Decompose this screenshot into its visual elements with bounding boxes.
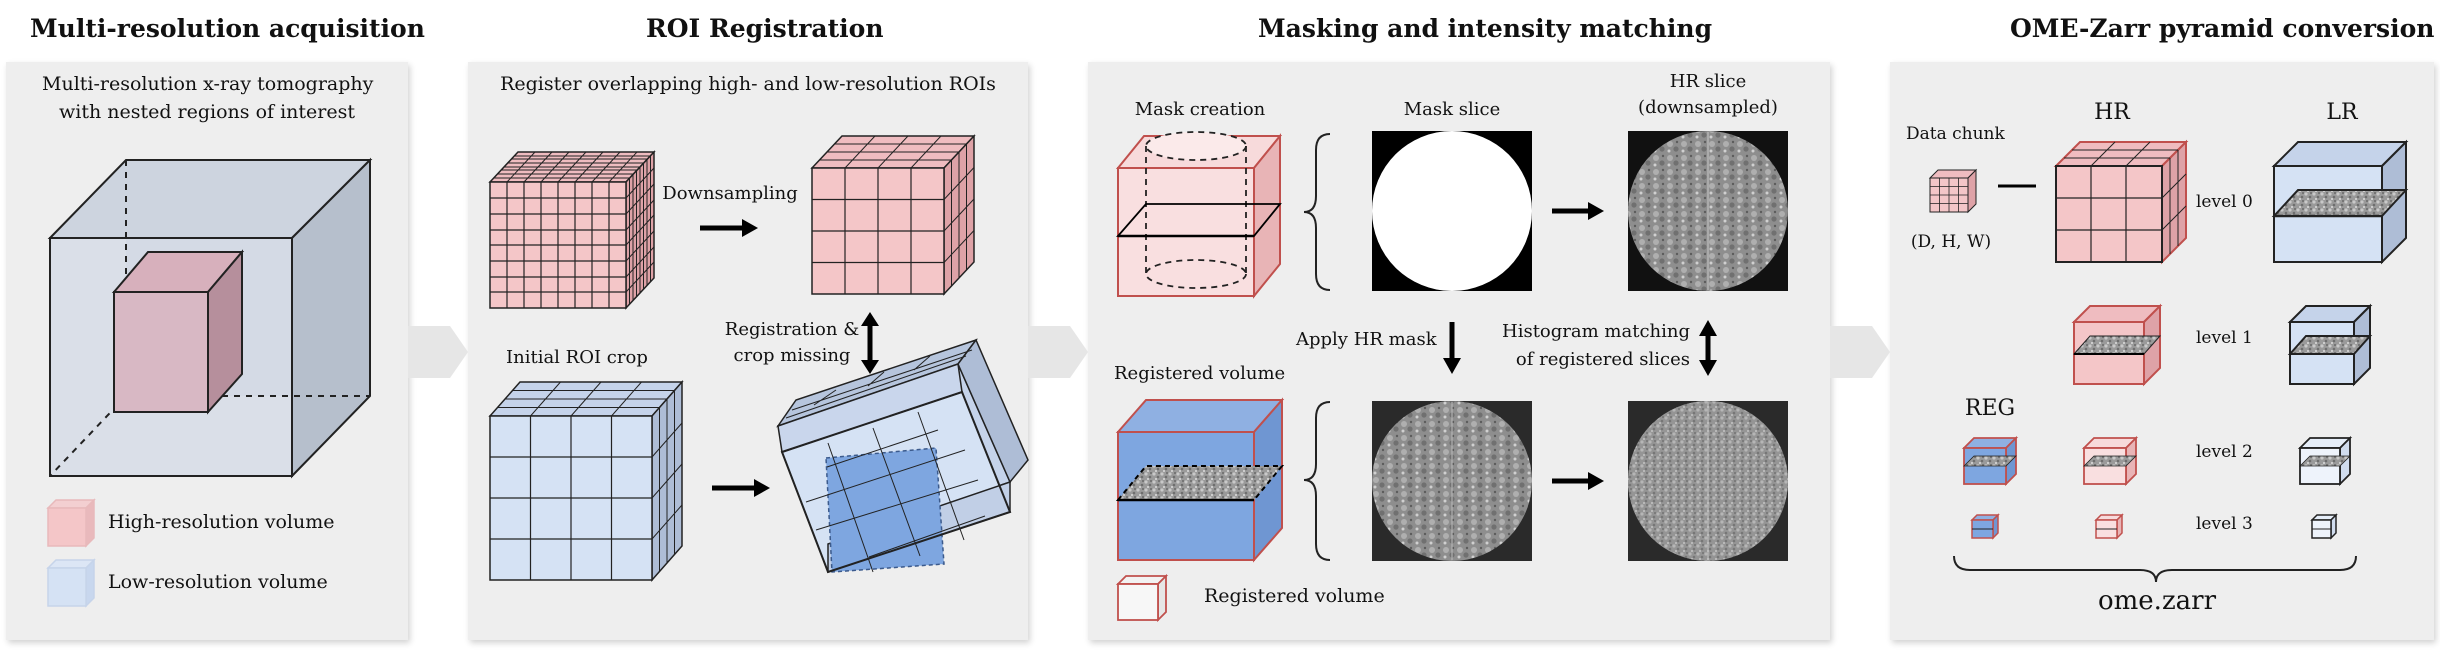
title-acquisition: Multi-resolution acquisition	[30, 14, 425, 43]
hr-column-label: HR	[2094, 100, 2130, 125]
crop-arrow	[712, 479, 770, 497]
registration-double-arrow	[861, 312, 879, 374]
registration-label-line2: crop missing	[733, 345, 851, 366]
hr-downsampled-cube	[810, 134, 976, 296]
mask-creation-label: Mask creation	[1134, 99, 1266, 120]
omezarr-footer: ome.zarr	[2097, 586, 2216, 616]
mask-to-hr-arrow	[1552, 202, 1604, 220]
initial-crop-label: Initial ROI crop	[506, 347, 648, 368]
registered-volume-cube	[1115, 397, 1285, 563]
registered-volume-legend-label: Registered volume	[1204, 585, 1385, 607]
reg-level2-cube	[1961, 435, 2019, 487]
acq-description-line2: with nested regions of interest	[58, 101, 355, 123]
brace-bottom	[1303, 401, 1331, 561]
flow-arrow-2	[1028, 326, 1088, 378]
registration-label-line1: Registration &	[724, 319, 860, 340]
hr-grid-cube	[488, 150, 656, 310]
hr-slice-label-line2: (downsampled)	[1638, 97, 1778, 118]
apply-mask-label: Apply HR mask	[1296, 329, 1437, 350]
hr-slice-label-line1: HR slice	[1669, 71, 1747, 92]
downsampling-arrow	[700, 219, 758, 237]
legend-lr-cube	[46, 558, 96, 608]
dims-label: (D, H, W)	[1910, 232, 1992, 252]
flow-arrow-3	[1830, 326, 1890, 378]
rotated-registered-cube	[776, 338, 1029, 574]
data-chunk-cube	[1928, 168, 1978, 214]
mask-cylinder	[1116, 131, 1282, 289]
title-roi-registration: ROI Registration	[646, 14, 884, 43]
lr-level2-cube	[2297, 435, 2353, 487]
lr-level0-cube	[2271, 139, 2409, 265]
title-omezarr: OME-Zarr pyramid conversion	[2010, 14, 2435, 43]
nested-roi-cube	[47, 157, 373, 479]
reg-column-label: REG	[1964, 396, 2016, 421]
brace-top	[1303, 133, 1331, 291]
apply-mask-arrow	[1443, 322, 1461, 374]
masked-to-matched-arrow	[1552, 472, 1604, 490]
mask-creation-cube	[1115, 133, 1283, 299]
hr-level1-cube	[2071, 303, 2163, 387]
legend-lr-label: Low-resolution volume	[108, 571, 328, 593]
histogram-label-line1: Histogram matching	[1502, 321, 1690, 342]
downsampling-label: Downsampling	[662, 183, 798, 204]
hr-level2-cube	[2081, 435, 2139, 487]
level-0-label: level 0	[2196, 192, 2253, 212]
flow-arrow-1	[408, 326, 468, 378]
reg-level3-cube	[1970, 513, 2000, 540]
title-masking: Masking and intensity matching	[1258, 14, 1713, 43]
level-3-label: level 3	[2196, 514, 2253, 534]
histogram-double-arrow	[1699, 320, 1717, 376]
roi-subtitle: Register overlapping high- and low-resol…	[500, 73, 996, 95]
hr-level3-cube	[2094, 513, 2124, 540]
acq-description-line1: Multi-resolution x-ray tomography	[42, 73, 374, 95]
hr-level0-cube	[2053, 139, 2189, 265]
legend-hr-label: High-resolution volume	[108, 511, 335, 533]
omezarr-brace	[1953, 555, 2357, 583]
histogram-label-line2: of registered slices	[1515, 349, 1690, 370]
lr-grid-cube	[488, 380, 684, 582]
mask-slice-label: Mask slice	[1403, 99, 1501, 120]
lr-level3-cube	[2310, 513, 2338, 540]
registered-legend-cube	[1115, 573, 1169, 623]
lr-level1-cube	[2287, 303, 2373, 387]
lr-column-label: LR	[2326, 100, 2358, 125]
level-1-label: level 1	[2196, 328, 2253, 348]
data-chunk-label: Data chunk	[1906, 124, 2005, 144]
registered-volume-label: Registered volume	[1114, 363, 1286, 384]
level-2-label: level 2	[2196, 442, 2253, 462]
legend-hr-cube	[46, 498, 96, 548]
